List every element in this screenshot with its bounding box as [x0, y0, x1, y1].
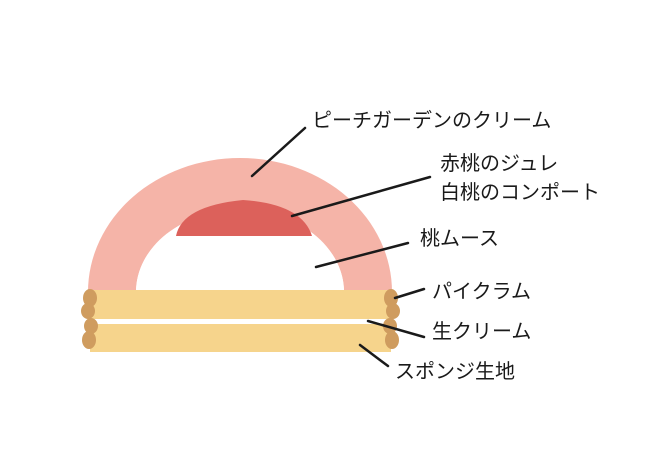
label-red-peach-jelly: 赤桃のジュレ	[440, 151, 559, 175]
leader-crumble	[393, 287, 426, 300]
pie-crumble-right	[383, 289, 400, 349]
label-white-peach-compote: 白桃のコンポート	[440, 180, 600, 204]
pie-crumble-left	[81, 289, 98, 349]
peach-garden-cream-layer	[88, 158, 392, 292]
label-sponge: スポンジ生地	[395, 359, 515, 383]
sponge-lower-layer	[90, 324, 391, 352]
leader-cream-top	[250, 126, 307, 178]
peach-jelly-layer	[176, 200, 312, 236]
fresh-cream-stripe	[90, 319, 391, 324]
sponge-upper-layer	[90, 290, 391, 319]
leader-sponge	[358, 343, 390, 368]
label-fresh-cream: 生クリーム	[432, 319, 532, 343]
leader-fresh-cream	[366, 319, 426, 339]
label-pie-crumble: パイクラム	[432, 279, 531, 303]
label-peach-mousse: 桃ムース	[420, 226, 499, 250]
leader-jelly	[290, 175, 432, 218]
label-peach-garden-cream: ピーチガーデンのクリーム	[312, 108, 552, 132]
leader-mousse	[314, 241, 410, 269]
